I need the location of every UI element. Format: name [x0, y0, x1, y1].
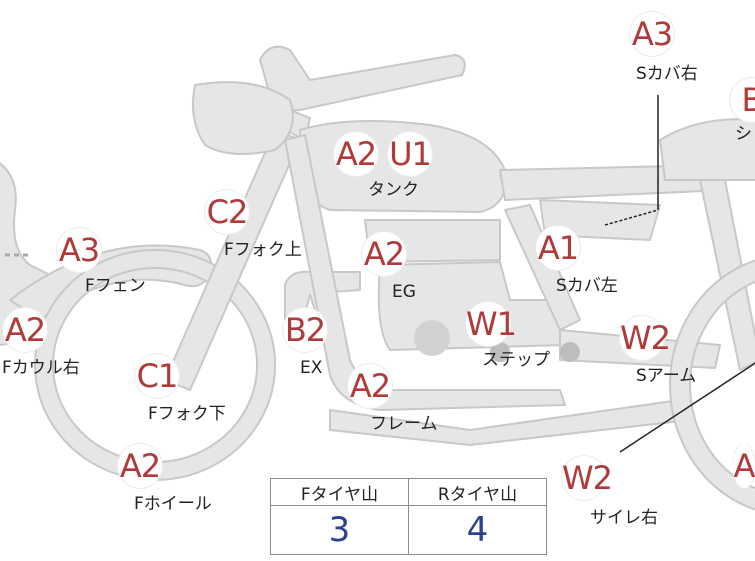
badge-exhaust-b2: B2	[283, 308, 327, 352]
badge-cowl-a2-text: A2	[3, 308, 47, 352]
badge-right-edge-a: A	[733, 444, 755, 488]
badge-step-w1: W1	[466, 302, 517, 346]
tire-table-value-row: 3 4	[270, 505, 547, 555]
badge-b-topright: B	[730, 78, 755, 122]
seat-shape	[659, 118, 755, 181]
badge-b2-text: B2	[283, 308, 327, 352]
headlight-shape	[192, 81, 294, 155]
fork-shape	[164, 129, 301, 391]
badge-engine-a2: A2	[362, 232, 406, 276]
badge-fender-a3: A3	[57, 228, 101, 272]
badge-tank-u1-text: U1	[388, 132, 432, 176]
badge-w1-text: W1	[466, 302, 517, 346]
label-scover-right: Sカバ右	[636, 64, 698, 84]
front-tire-value: 3	[270, 505, 409, 555]
rear-frame-shape	[504, 204, 581, 331]
label-step: ステップ	[482, 350, 550, 370]
badge-fork-lower-c1: C1	[135, 354, 179, 398]
badge-a3-top-text: A3	[630, 12, 674, 56]
badge-a1-text: A1	[536, 226, 580, 270]
label-scover-left: Sカバ左	[556, 276, 618, 296]
badge-right-a-text: A	[733, 444, 755, 488]
label-engine: EG	[392, 282, 416, 302]
label-fwheel: Fホイール	[134, 494, 212, 514]
rear-tire-header: Rタイヤ山	[408, 478, 547, 506]
badge-a3-top: A3	[630, 12, 674, 56]
badge-silencer-w2: W2	[562, 456, 613, 500]
rear-wheel-shape	[669, 259, 755, 511]
step-dot-2	[560, 342, 580, 362]
badge-fork-upper-c2: C2	[205, 190, 249, 234]
badge-engine-a2-text: A2	[362, 232, 406, 276]
engine-dot	[414, 320, 450, 356]
badge-fender-a3-text: A3	[57, 228, 101, 272]
badge-sarm-w2-text: W2	[620, 316, 671, 360]
label-frame: フレーム	[370, 414, 438, 434]
label-exhaust: EX	[300, 358, 323, 378]
badge-tank-u1: U1	[388, 132, 432, 176]
step-dot	[490, 342, 510, 362]
label-silencer-right: サイレ右	[590, 508, 658, 528]
label-fender: Fフェン	[85, 276, 146, 296]
tire-tread-table: Fタイヤ山 Rタイヤ山 3 4	[270, 478, 547, 555]
badge-b-text: B	[730, 78, 755, 122]
badge-c1-text: C1	[135, 354, 179, 398]
badge-frame-a2: A2	[348, 364, 392, 408]
label-fork-upper: Fフォク上	[224, 240, 302, 260]
badge-c2-text: C2	[205, 190, 249, 234]
label-swingarm: Sアーム	[636, 366, 697, 386]
badge-silencer-w2-text: W2	[562, 456, 613, 500]
badge-tank-a2: A2	[334, 132, 378, 176]
label-cowl-right: Fカウル右	[2, 358, 80, 378]
badge-cowl-right-a2: A2	[3, 308, 47, 352]
badge-fwheel-a2: A2	[118, 444, 162, 488]
badge-frame-a2-text: A2	[348, 364, 392, 408]
leader-line-silencer	[619, 362, 755, 453]
label-tank: タンク	[368, 180, 419, 200]
label-seat-partial: シ	[735, 124, 752, 144]
leader-line-scover-h	[604, 209, 659, 226]
badge-tank-a2-text: A2	[334, 132, 378, 176]
label-fork-lower: Fフォク下	[148, 404, 226, 424]
badge-sarm-w2: W2	[620, 316, 671, 360]
rear-tire-value: 4	[408, 505, 547, 555]
badge-scover-left-a1: A1	[536, 226, 580, 270]
front-tire-header: Fタイヤ山	[270, 478, 409, 506]
tire-table-header-row: Fタイヤ山 Rタイヤ山	[270, 478, 547, 506]
badge-fwheel-a2-text: A2	[118, 444, 162, 488]
